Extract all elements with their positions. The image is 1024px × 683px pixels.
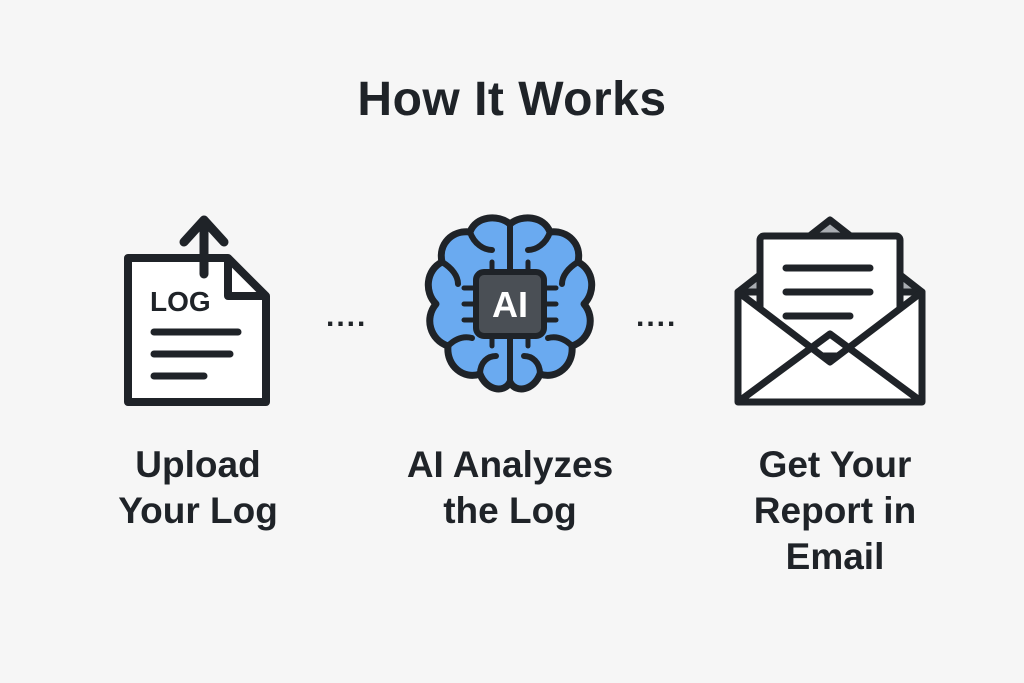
page-title: How It Works — [357, 73, 667, 126]
label-line: the Log — [443, 490, 577, 531]
email-report-icon — [734, 216, 926, 406]
label-line: Report in — [753, 490, 917, 531]
ai-brain-icon: AI — [424, 214, 596, 393]
step-label-email: Get Your Report in Email — [720, 442, 950, 580]
label-line: Upload — [135, 444, 261, 485]
label-line: Your Log — [118, 490, 278, 531]
upload-log-icon: LOG — [124, 215, 270, 406]
label-line: Email — [785, 536, 885, 577]
label-line: Get Your — [758, 444, 912, 485]
step-label-analyze: AI Analyzes the Log — [380, 442, 640, 534]
ai-chip-text: AI — [492, 284, 528, 325]
label-line: AI Analyzes — [406, 444, 614, 485]
step-label-upload: Upload Your Log — [88, 442, 308, 534]
connector-dots: .... — [326, 300, 368, 333]
log-text: LOG — [150, 286, 211, 317]
connector-dots: .... — [636, 300, 678, 333]
